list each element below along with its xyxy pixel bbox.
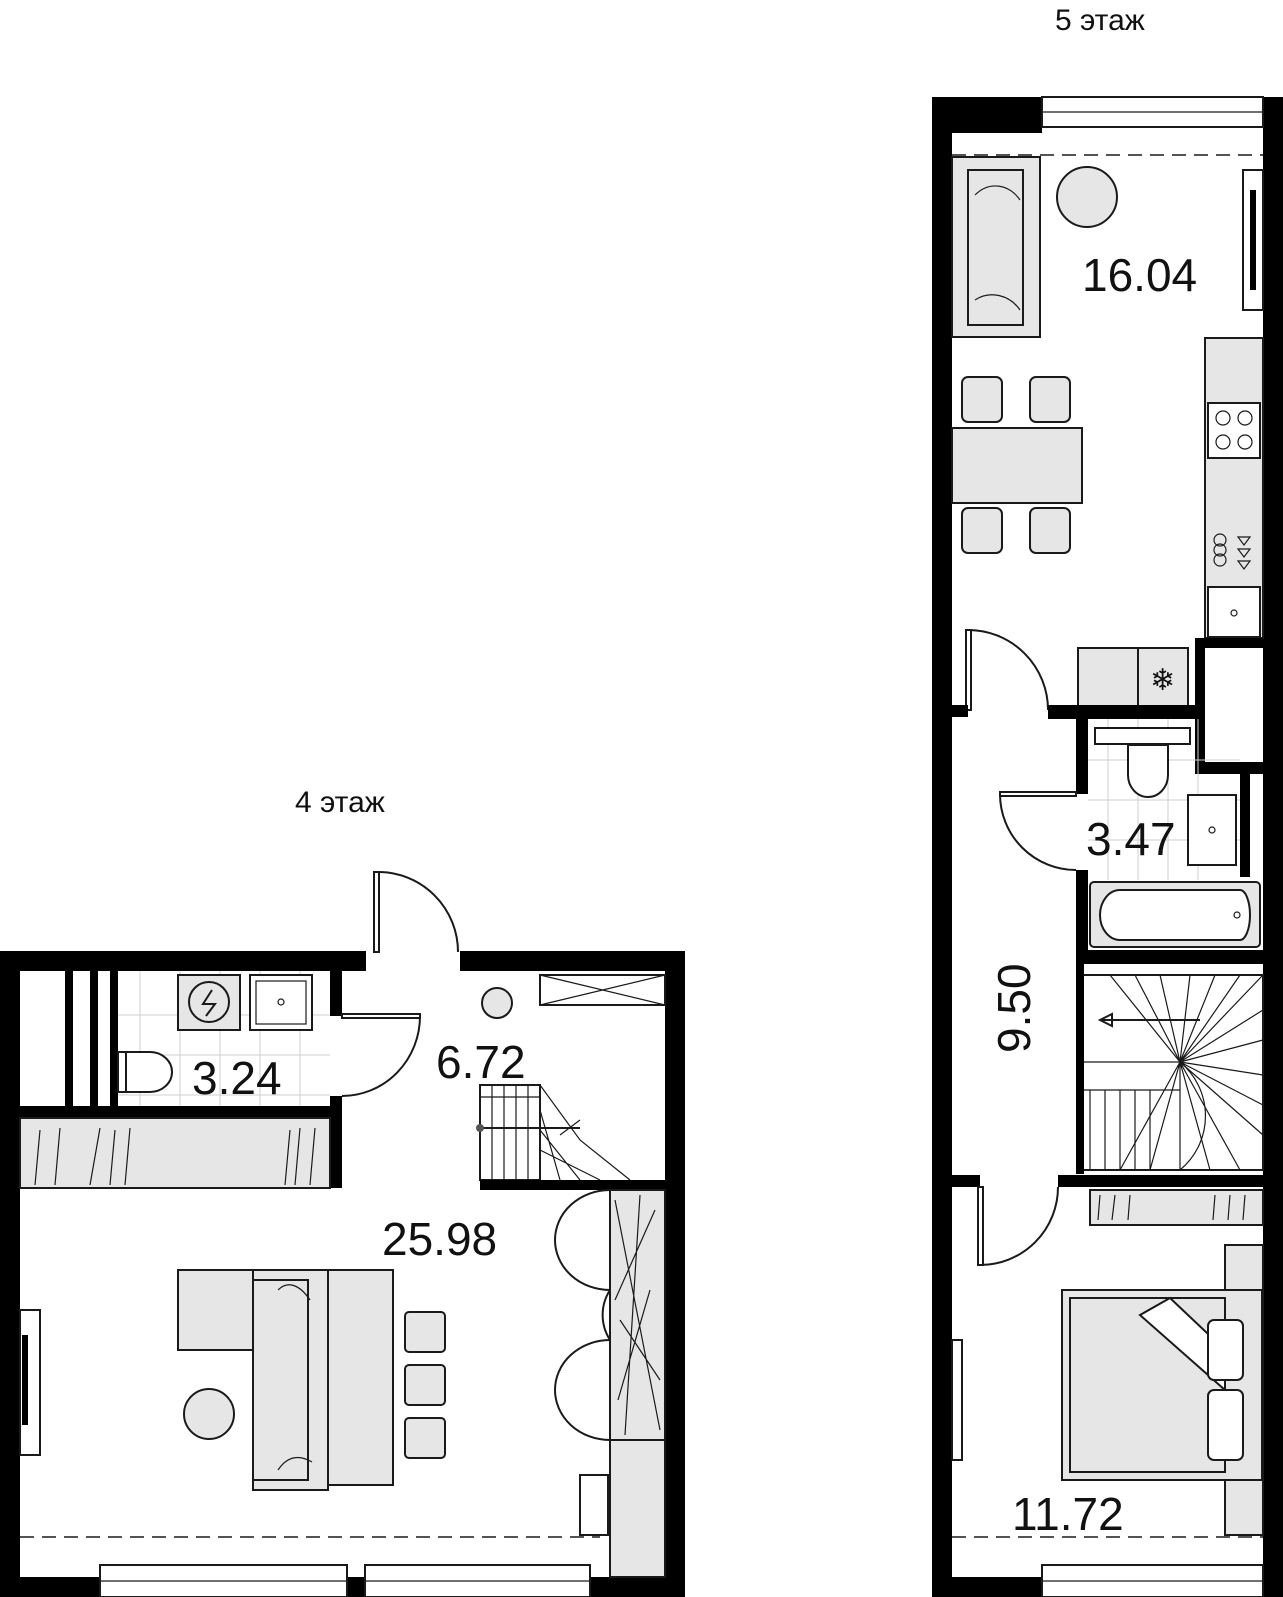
- bedroom-door: [979, 1186, 1059, 1267]
- staircase-4: [476, 1084, 631, 1181]
- wall: [460, 951, 685, 971]
- wall: [1076, 964, 1084, 1174]
- wall: [90, 971, 98, 1106]
- wall: [952, 1175, 980, 1187]
- bathroom-5-door: [998, 793, 1077, 871]
- chair-icon: [579, 1474, 609, 1536]
- wall: [65, 971, 73, 1106]
- chair-icon: [961, 376, 1003, 423]
- desk: [609, 1439, 666, 1578]
- chair-icon: [404, 1364, 446, 1406]
- floor-5-plan: ❄: [932, 4, 1283, 1597]
- sink-icon: [1187, 794, 1237, 866]
- wall: [665, 951, 685, 1597]
- wall: [330, 971, 342, 1016]
- coffee-table-icon: [183, 1388, 235, 1440]
- entrance-door: [377, 871, 459, 953]
- wall: [1076, 870, 1088, 962]
- chair-icon: [404, 1417, 446, 1459]
- wall: [0, 951, 366, 971]
- bathroom-4-area: 3.24: [192, 1052, 282, 1104]
- wall: [1058, 1175, 1263, 1187]
- dining-table: [951, 427, 1083, 504]
- chair-icon: [1029, 376, 1071, 423]
- wall: [0, 951, 20, 1597]
- chair-icon: [961, 507, 1003, 554]
- kitchen-5-area: 16.04: [1082, 249, 1197, 301]
- wall: [1076, 950, 1263, 964]
- wardrobe: [19, 1117, 331, 1189]
- chair-icon: [1029, 507, 1071, 554]
- sofa: [177, 1269, 329, 1491]
- coat-stand-icon: [481, 987, 513, 1019]
- hall-4-area: 6.72: [436, 1036, 526, 1088]
- kitchen-cabinet: [1077, 647, 1139, 707]
- wall: [1048, 705, 1196, 719]
- floor-4-label: 4 этаж: [295, 786, 385, 819]
- wall: [330, 1096, 342, 1188]
- wall: [1195, 762, 1263, 774]
- floor-4-plan: 3.24 6.72 25.98 4 этаж: [0, 786, 685, 1597]
- wall: [1263, 97, 1283, 1597]
- sink-icon: [249, 974, 313, 1031]
- wall: [110, 971, 118, 1106]
- radiator: [951, 1339, 963, 1461]
- wall: [1076, 719, 1088, 794]
- hall-5-area: 9.50: [988, 963, 1040, 1053]
- kitchen-door: [967, 629, 1049, 711]
- wall: [932, 97, 952, 1597]
- bathroom-4-door: [341, 1015, 422, 1097]
- toilet-icon: [1127, 744, 1169, 798]
- sofa: [951, 156, 1041, 338]
- wall: [480, 1180, 665, 1190]
- wall: [952, 705, 968, 717]
- toilet-icon: [121, 1051, 173, 1093]
- wall: [1195, 638, 1263, 648]
- floor-5-label: 5 этаж: [1055, 4, 1145, 37]
- chair-icon: [404, 1311, 446, 1353]
- living-4-area: 25.98: [382, 1213, 497, 1265]
- snowflake-icon: ❄: [1150, 663, 1175, 698]
- sink-icon: [1207, 586, 1261, 638]
- dining-table: [327, 1269, 394, 1486]
- staircase-5: [1077, 974, 1264, 1171]
- bedroom-5-area: 11.72: [1012, 1488, 1124, 1540]
- dishes-icon: [1213, 533, 1252, 570]
- bathroom-5-area: 3.47: [1086, 813, 1176, 865]
- bed: [1061, 1244, 1264, 1536]
- shelf: [1094, 727, 1191, 745]
- wardrobe: [1089, 1189, 1264, 1226]
- wall: [1240, 762, 1250, 877]
- stove-icon: [1207, 402, 1261, 459]
- wall: [1195, 648, 1205, 768]
- wardrobe-doors: [554, 1189, 611, 1441]
- wall: [20, 1106, 340, 1118]
- coffee-table-icon: [1056, 166, 1118, 228]
